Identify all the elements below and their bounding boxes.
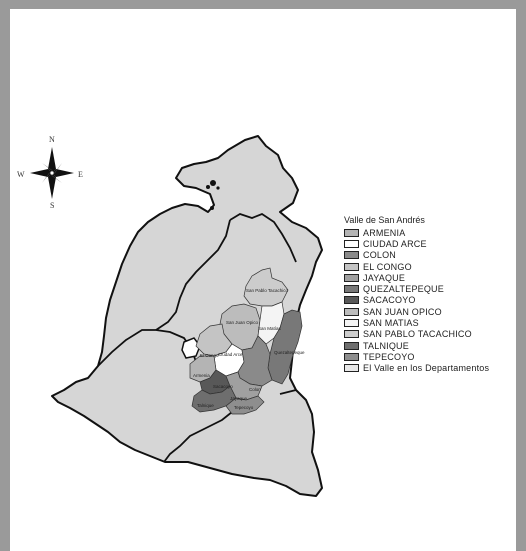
map-label-jayaque: Jayaque bbox=[230, 396, 248, 401]
map-island bbox=[210, 180, 216, 186]
legend-item: SACACOYO bbox=[344, 295, 520, 306]
legend-label: SAN MATIAS bbox=[363, 318, 419, 329]
legend-swatch bbox=[344, 352, 359, 361]
legend-label: TEPECOYO bbox=[363, 351, 415, 362]
legend-item: SAN MATIAS bbox=[344, 317, 520, 328]
department-boundary bbox=[155, 219, 231, 331]
legend-item: TEPECOYO bbox=[344, 351, 520, 362]
legend-swatch bbox=[344, 285, 359, 294]
department-boundary bbox=[229, 212, 297, 263]
legend-swatch bbox=[344, 307, 359, 316]
legend-item: EL CONGO bbox=[344, 261, 520, 272]
map-label-armenia: Armenia bbox=[193, 373, 210, 378]
map-label-el-congo: El Congo bbox=[200, 353, 219, 358]
compass-north-label: N bbox=[49, 135, 55, 144]
legend-label: JAYAQUE bbox=[363, 272, 406, 283]
legend-swatch bbox=[344, 273, 359, 282]
legend-label: ARMENIA bbox=[363, 227, 406, 238]
legend-swatch bbox=[344, 262, 359, 271]
legend-label: CIUDAD ARCE bbox=[363, 238, 427, 249]
map-island bbox=[206, 185, 210, 189]
legend-label: COLON bbox=[363, 250, 397, 261]
legend-swatch bbox=[344, 341, 359, 350]
legend-item: QUEZALTEPEQUE bbox=[344, 283, 520, 294]
legend-swatch bbox=[344, 364, 359, 373]
compass-west-label: W bbox=[17, 170, 25, 179]
map-label-tepecoyo: Tepecoyo bbox=[234, 405, 254, 410]
legend-item: JAYAQUE bbox=[344, 272, 520, 283]
legend-label: TALNIQUE bbox=[363, 340, 409, 351]
legend-item: TALNIQUE bbox=[344, 340, 520, 351]
legend-swatch bbox=[344, 296, 359, 305]
legend-item: ARMENIA bbox=[344, 227, 520, 238]
municipality-quezaltepeque bbox=[267, 309, 303, 385]
map-label-colon: Colon bbox=[249, 387, 261, 392]
compass-east-label: E bbox=[78, 170, 83, 179]
legend-item: COLON bbox=[344, 250, 520, 261]
legend-label: El Valle en los Departamentos bbox=[363, 363, 490, 374]
legend-label: EL CONGO bbox=[363, 261, 412, 272]
legend-label: SAN JUAN OPICO bbox=[363, 306, 442, 317]
map-label-talnique: Talnique bbox=[197, 403, 214, 408]
compass-rose-icon bbox=[30, 147, 74, 199]
legend-item: El Valle en los Departamentos bbox=[344, 363, 520, 374]
legend-swatch bbox=[344, 228, 359, 237]
legend-label: QUEZALTEPEQUE bbox=[363, 284, 444, 295]
map-island bbox=[210, 206, 214, 210]
map-island bbox=[216, 186, 220, 190]
legend-title: Valle de San Andrés bbox=[344, 215, 425, 225]
map-label-san-juan-opico: San Juan Opico bbox=[226, 320, 259, 325]
legend-item: CIUDAD ARCE bbox=[344, 238, 520, 249]
legend-swatch bbox=[344, 330, 359, 339]
map-label-sacacoyo: Sacacoyo bbox=[213, 384, 233, 389]
legend-item: SAN PABLO TACACHICO bbox=[344, 329, 520, 340]
map-label-quezaltepeque: Quezaltepeque bbox=[274, 350, 305, 355]
legend-swatch bbox=[344, 239, 359, 248]
municipality-tepecoyo bbox=[225, 395, 265, 415]
compass-south-label: S bbox=[50, 201, 55, 210]
map-label-ciudad-arce: Ciudad Arce bbox=[218, 352, 243, 357]
department-boundary bbox=[163, 411, 233, 463]
map-label-san-pablo-tacachico: San Pablo Tacachico bbox=[246, 288, 288, 293]
municipality-san-pablo-tacachico bbox=[243, 267, 289, 307]
legend-swatch bbox=[344, 319, 359, 328]
legend-label: SAN PABLO TACACHICO bbox=[363, 329, 472, 340]
lake bbox=[181, 337, 201, 359]
department-boundary bbox=[279, 389, 297, 395]
legend-label: SACACOYO bbox=[363, 295, 416, 306]
legend-swatch bbox=[344, 251, 359, 260]
map-label-san-matias: San Matías bbox=[258, 326, 281, 331]
legend-item: SAN JUAN OPICO bbox=[344, 306, 520, 317]
